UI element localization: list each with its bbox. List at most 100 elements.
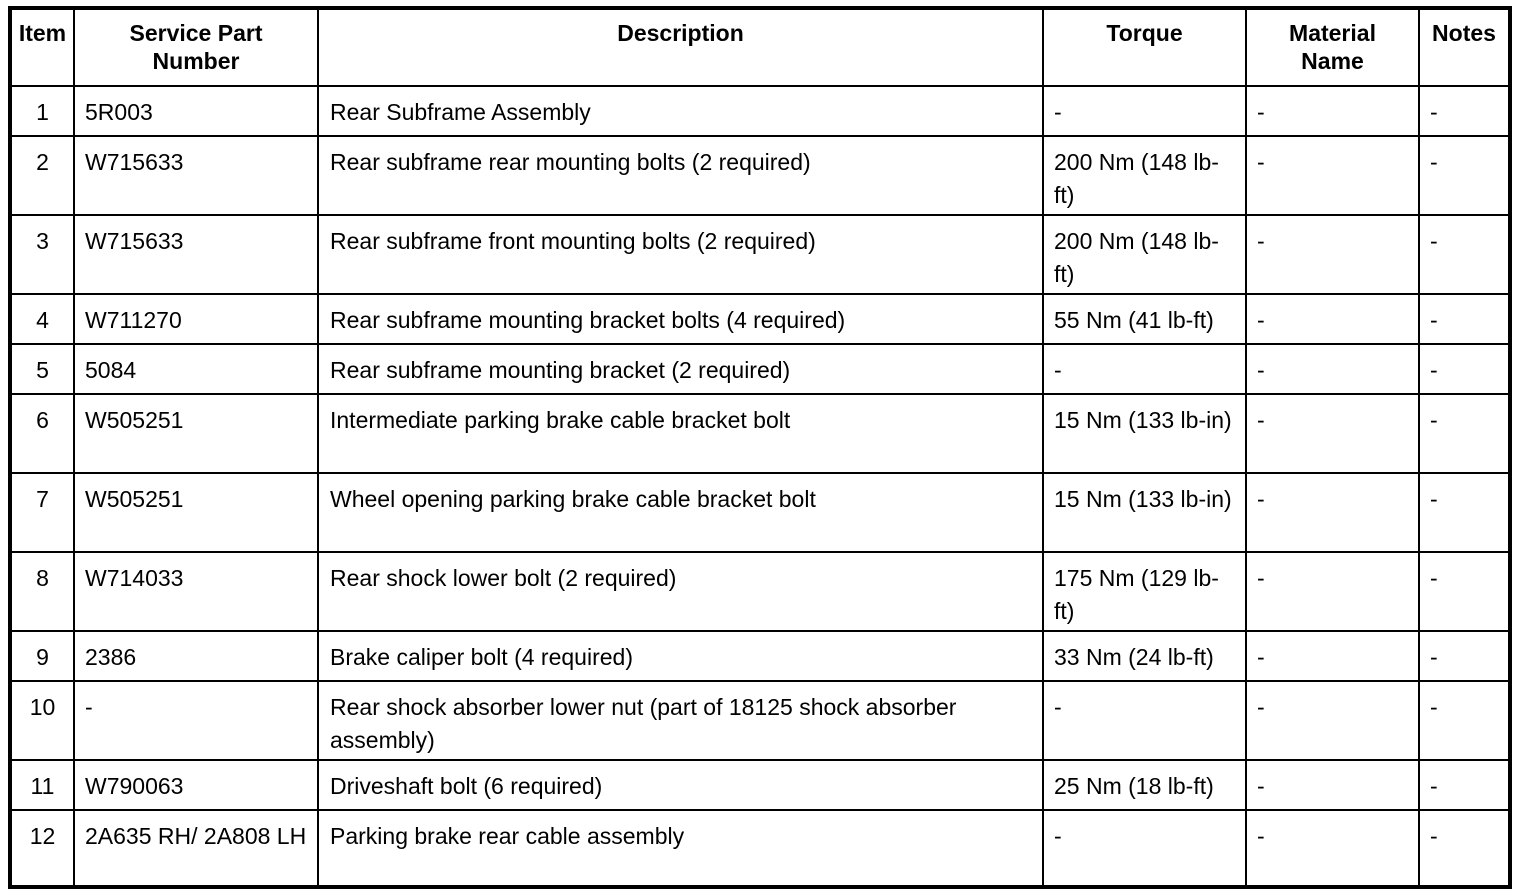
cell-item-value: 11 [30, 773, 55, 799]
cell-material-value: - [1257, 773, 1265, 799]
cell-notes-value: - [1430, 99, 1438, 125]
cell-description: Parking brake rear cable assembly [317, 809, 1044, 888]
cell-service-part-number: 2386 [73, 630, 319, 682]
cell-item-value: 10 [29, 694, 56, 720]
cell-item-value: 4 [36, 307, 49, 333]
cell-description: Rear shock lower bolt (2 required) [317, 551, 1044, 632]
cell-notes-value: - [1430, 228, 1438, 254]
cell-item: 7 [9, 472, 75, 553]
table-row: 2 W715633 Rear subframe rear mounting bo… [9, 135, 1511, 216]
cell-part-value: 5R003 [85, 99, 153, 125]
cell-torque-value: 33 Nm (24 lb-ft) [1054, 644, 1214, 670]
cell-material-value: - [1257, 228, 1265, 254]
cell-notes-value: - [1430, 694, 1438, 720]
cell-service-part-number: W505251 [73, 393, 319, 474]
cell-notes-value: - [1430, 565, 1438, 591]
cell-item: 9 [9, 630, 75, 682]
cell-torque: 175 Nm (129 lb-ft) [1042, 551, 1247, 632]
cell-service-part-number: W715633 [73, 135, 319, 216]
table-row: 5 5084 Rear subframe mounting bracket (2… [9, 343, 1511, 395]
cell-part-value: 2A635 RH/ 2A808 LH [85, 823, 307, 849]
cell-description-value: Brake caliper bolt (4 required) [330, 644, 633, 670]
cell-torque-value: 25 Nm (18 lb-ft) [1054, 773, 1214, 799]
cell-notes-value: - [1430, 307, 1438, 333]
column-header-part-line1: Service Part [129, 20, 263, 46]
cell-material-value: - [1257, 357, 1265, 383]
cell-description-value: Rear subframe front mounting bolts (2 re… [330, 228, 816, 254]
cell-item: 3 [9, 214, 75, 295]
cell-torque: - [1042, 809, 1247, 888]
cell-item-value: 8 [36, 565, 49, 591]
cell-material-name: - [1245, 680, 1420, 761]
table-row: 1 5R003 Rear Subframe Assembly - - - [9, 85, 1511, 137]
cell-material-value: - [1257, 486, 1265, 512]
cell-material-name: - [1245, 343, 1420, 395]
table-row: 6 W505251 Intermediate parking brake cab… [9, 393, 1511, 474]
table-row: 8 W714033 Rear shock lower bolt (2 requi… [9, 551, 1511, 632]
cell-notes: - [1418, 809, 1511, 888]
cell-material-name: - [1245, 135, 1420, 216]
cell-notes: - [1418, 680, 1511, 761]
table-row: 3 W715633 Rear subframe front mounting b… [9, 214, 1511, 295]
cell-material-name: - [1245, 551, 1420, 632]
cell-notes: - [1418, 214, 1511, 295]
table-row: 11 W790063 Driveshaft bolt (6 required) … [9, 759, 1511, 811]
cell-item-value: 12 [29, 823, 56, 849]
cell-material-name: - [1245, 809, 1420, 888]
table-body: 1 5R003 Rear Subframe Assembly - - - 2 W… [9, 85, 1511, 888]
cell-description: Rear subframe rear mounting bolts (2 req… [317, 135, 1044, 216]
cell-torque: - [1042, 343, 1247, 395]
cell-description: Wheel opening parking brake cable bracke… [317, 472, 1044, 553]
cell-part-value: W714033 [85, 565, 184, 591]
cell-part-value: W505251 [85, 407, 184, 433]
cell-service-part-number: W505251 [73, 472, 319, 553]
cell-item: 11 [9, 759, 75, 811]
column-header-torque-label: Torque [1106, 20, 1183, 46]
cell-material-value: - [1257, 149, 1265, 175]
cell-torque: 25 Nm (18 lb-ft) [1042, 759, 1247, 811]
cell-service-part-number: 5084 [73, 343, 319, 395]
cell-torque-value: 15 Nm (133 lb-in) [1054, 486, 1232, 512]
cell-torque-value: - [1054, 823, 1062, 849]
cell-notes: - [1418, 630, 1511, 682]
cell-material-name: - [1245, 759, 1420, 811]
cell-torque-value: - [1054, 99, 1062, 125]
cell-description: Rear subframe mounting bracket (2 requir… [317, 343, 1044, 395]
table-row: 12 2A635 RH/ 2A808 LH Parking brake rear… [9, 809, 1511, 888]
cell-material-value: - [1257, 307, 1265, 333]
cell-notes-value: - [1430, 773, 1438, 799]
cell-notes-value: - [1430, 486, 1438, 512]
cell-material-value: - [1257, 823, 1265, 849]
cell-torque: 15 Nm (133 lb-in) [1042, 472, 1247, 553]
cell-material-name: - [1245, 630, 1420, 682]
cell-torque-value: 175 Nm (129 lb-ft) [1054, 565, 1219, 624]
cell-part-value: - [85, 694, 93, 720]
cell-material-name: - [1245, 293, 1420, 345]
column-header-material-line1: Material [1289, 20, 1376, 46]
cell-torque-value: 15 Nm (133 lb-in) [1054, 407, 1232, 433]
cell-description: Rear subframe mounting bracket bolts (4 … [317, 293, 1044, 345]
cell-description: Driveshaft bolt (6 required) [317, 759, 1044, 811]
cell-material-name: - [1245, 85, 1420, 137]
cell-description-value: Rear shock absorber lower nut (part of 1… [330, 694, 957, 753]
cell-service-part-number: W714033 [73, 551, 319, 632]
cell-description: Rear Subframe Assembly [317, 85, 1044, 137]
cell-torque-value: 200 Nm (148 lb-ft) [1054, 149, 1219, 208]
cell-service-part-number: - [73, 680, 319, 761]
cell-notes-value: - [1430, 357, 1438, 383]
cell-description-value: Rear shock lower bolt (2 required) [330, 565, 677, 591]
column-header-description: Description [317, 7, 1044, 87]
table-row: 4 W711270 Rear subframe mounting bracket… [9, 293, 1511, 345]
column-header-description-label: Description [617, 20, 744, 46]
cell-material-name: - [1245, 393, 1420, 474]
cell-item: 8 [9, 551, 75, 632]
table-row: 9 2386 Brake caliper bolt (4 required) 3… [9, 630, 1511, 682]
cell-item-value: 7 [36, 486, 49, 512]
cell-torque: - [1042, 680, 1247, 761]
cell-description: Brake caliper bolt (4 required) [317, 630, 1044, 682]
cell-material-value: - [1257, 407, 1265, 433]
cell-material-value: - [1257, 565, 1265, 591]
